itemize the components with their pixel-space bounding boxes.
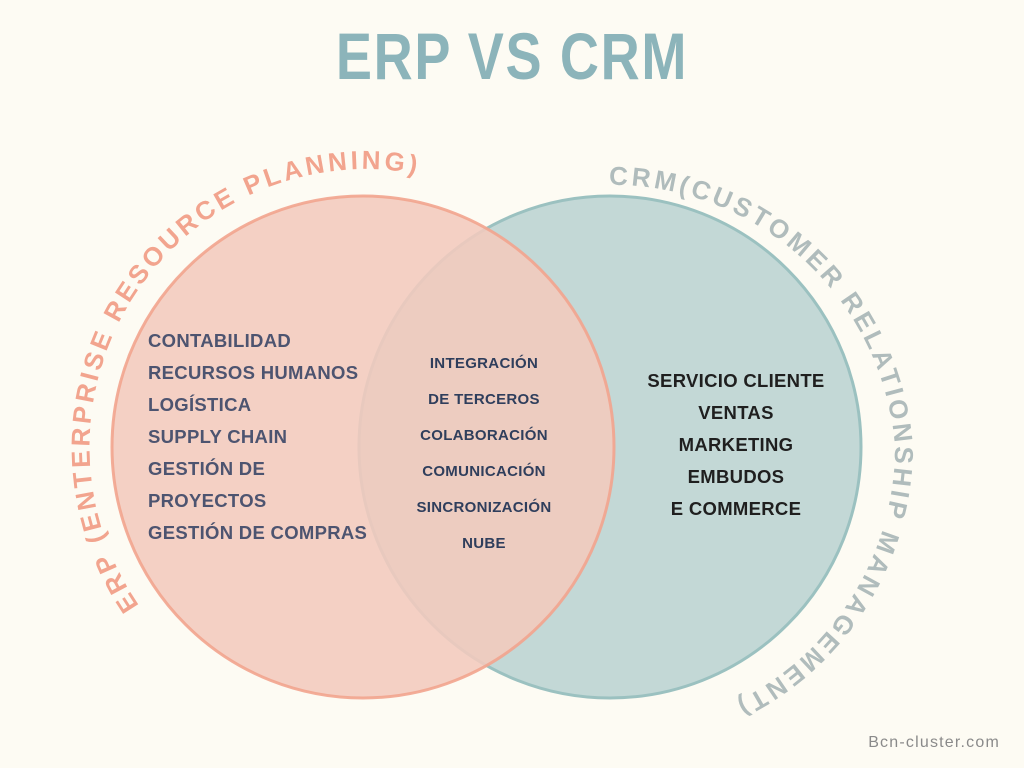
erp-list-item: LOGÍSTICA — [148, 394, 252, 415]
overlap-list-item: COLABORACIÓN — [420, 427, 548, 444]
overlap-list-item: NUBE — [462, 535, 506, 552]
crm-list-item: VENTAS — [698, 402, 774, 423]
crm-list-item: EMBUDOS — [687, 466, 785, 487]
erp-item-list: CONTABILIDAD RECURSOS HUMANOS LOGÍSTICA SUP… — [148, 325, 398, 549]
overlap-list-item: INTEGRACIÓN — [429, 355, 539, 372]
erp-list-item: RECURSOS HUMANOS — [148, 362, 359, 383]
page-title: ERP VS CRM — [335, 19, 689, 93]
erp-list-item: GESTIÓN DE COMPRAS — [148, 522, 368, 543]
crm-list-item: E COMMERCE — [670, 498, 802, 519]
overlap-list-item: DE TERCEROS — [428, 391, 540, 408]
overlap-list-item: SINCRONIZACIÓN — [416, 499, 552, 516]
overlap-list-item: COMUNICACIÓN — [422, 463, 546, 480]
overlap-item-list: INTEGRACIÓN DE TERCEROS COLABORACIÓN COMUNI… — [398, 346, 570, 562]
watermark: Bcn-cluster.com — [868, 734, 1000, 751]
erp-list-item: PROYECTOS — [148, 490, 267, 511]
crm-list-item: MARKETING — [678, 434, 794, 455]
crm-item-list: SERVICIO CLIENTE VENTAS MARKETING EMBUDOS E … — [590, 365, 882, 525]
erp-circle — [110, 194, 616, 700]
crm-list-item: SERVICIO CLIENTE — [647, 370, 825, 391]
erp-list-item: SUPPLY CHAIN — [148, 426, 288, 447]
erp-list-item: GESTIÓN DE — [148, 458, 266, 479]
erp-list-item: CONTABILIDAD — [148, 330, 292, 351]
